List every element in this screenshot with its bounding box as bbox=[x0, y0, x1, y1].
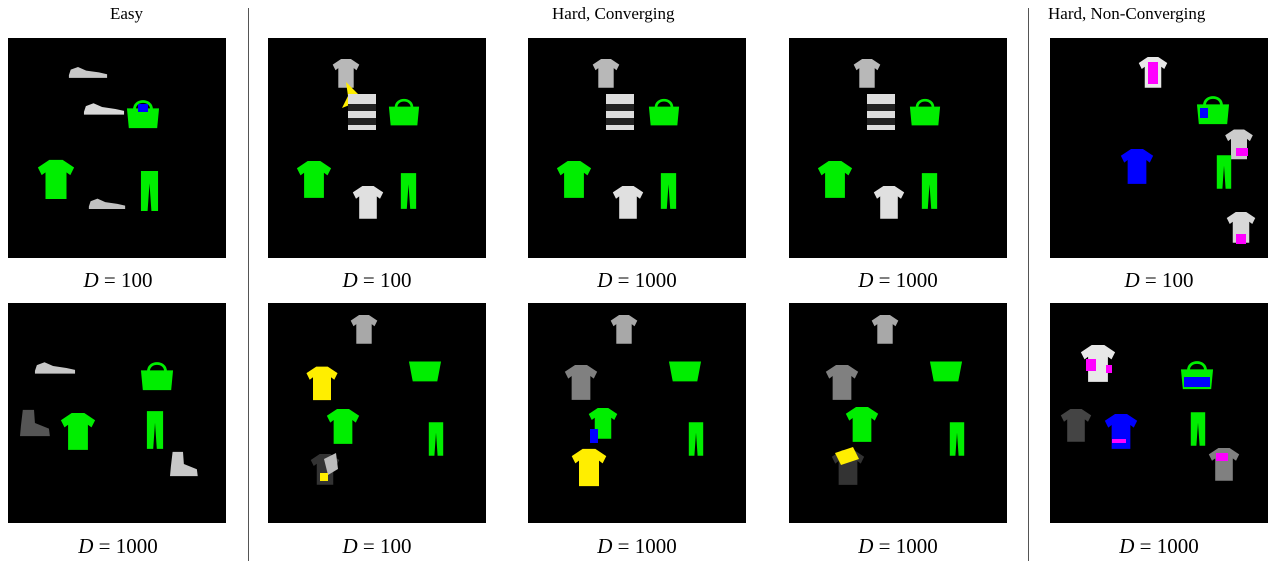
magenta-highlight bbox=[1148, 62, 1158, 84]
separator-left bbox=[248, 8, 249, 561]
caption: D = 1000 bbox=[858, 534, 938, 558]
panel-hard-non-converging-d100 bbox=[1050, 38, 1268, 258]
shirt-icon bbox=[571, 448, 607, 487]
shirt-icon bbox=[306, 366, 338, 401]
caption: D = 100 bbox=[342, 534, 412, 558]
header-hard-non-converging: Hard, Non-Converging bbox=[1048, 4, 1206, 23]
boot-icon bbox=[20, 409, 50, 437]
caption: D = 1000 bbox=[597, 534, 677, 558]
boot-icon bbox=[170, 451, 198, 477]
panel-hard-converging-c-d1000 bbox=[789, 38, 1007, 258]
caption: D = 100 bbox=[83, 268, 153, 292]
pants-icon bbox=[428, 422, 444, 456]
shirt-icon bbox=[1104, 414, 1138, 449]
shirt-icon bbox=[326, 409, 360, 444]
shoe-icon bbox=[83, 103, 125, 115]
panel-hard-converging-a-d100-row2 bbox=[268, 303, 486, 523]
shoe-icon bbox=[68, 66, 108, 78]
caption: D = 1000 bbox=[858, 268, 938, 292]
caption: D = 100 bbox=[342, 268, 412, 292]
shirt-icon bbox=[1120, 149, 1154, 184]
shirt-icon bbox=[1060, 409, 1092, 442]
caption: D = 1000 bbox=[1119, 534, 1199, 558]
pants-icon bbox=[1190, 412, 1206, 446]
pants-icon bbox=[660, 173, 677, 209]
shirt-icon bbox=[352, 186, 384, 219]
tray-icon bbox=[929, 361, 963, 382]
shirt-icon bbox=[845, 407, 879, 442]
pants-icon bbox=[140, 171, 159, 211]
shirt-icon bbox=[332, 59, 360, 88]
caption: D = 1000 bbox=[78, 534, 158, 558]
shirt-icon bbox=[556, 161, 592, 198]
shirt-icon bbox=[37, 159, 75, 200]
pants-icon bbox=[1216, 155, 1232, 189]
shirt-icon bbox=[60, 413, 96, 450]
panel-hard-converging-c-d1000-row2 bbox=[789, 303, 1007, 523]
panel-hard-converging-b-d1000 bbox=[528, 38, 746, 258]
shirt-icon bbox=[825, 365, 859, 400]
shirt-icon bbox=[817, 161, 853, 198]
bag-icon bbox=[648, 98, 680, 127]
header-hard-converging: Hard, Converging bbox=[552, 4, 675, 23]
panel-hard-non-converging-d1000 bbox=[1050, 303, 1268, 523]
bag-icon bbox=[388, 98, 420, 127]
shoe-icon bbox=[34, 362, 76, 374]
shirt-icon bbox=[350, 315, 378, 344]
shirt-icon bbox=[612, 186, 644, 219]
pants-icon bbox=[688, 422, 704, 456]
shirt-icon bbox=[1208, 448, 1240, 481]
panel-easy-d1000 bbox=[8, 303, 226, 523]
shirt-icon bbox=[564, 365, 598, 400]
pants-icon bbox=[400, 173, 417, 209]
pants-icon bbox=[921, 173, 938, 209]
panel-hard-converging-a-d100 bbox=[268, 38, 486, 258]
blue-highlight bbox=[138, 104, 148, 112]
panel-easy-d100 bbox=[8, 38, 226, 258]
pants-icon bbox=[949, 422, 965, 456]
shirt-icon bbox=[873, 186, 905, 219]
tray-icon bbox=[668, 361, 702, 382]
bag-icon bbox=[909, 98, 941, 127]
separator-right bbox=[1028, 8, 1029, 561]
bag-icon bbox=[140, 361, 174, 392]
header-easy: Easy bbox=[110, 4, 144, 23]
caption: D = 1000 bbox=[597, 268, 677, 292]
shirt-icon bbox=[871, 315, 899, 344]
shirt-icon bbox=[592, 59, 620, 88]
shoe-icon bbox=[88, 198, 126, 210]
shirt-icon bbox=[853, 59, 881, 88]
shirt-icon bbox=[610, 315, 638, 344]
tray-icon bbox=[408, 361, 442, 382]
shirt-icon bbox=[296, 161, 332, 198]
pants-icon bbox=[146, 411, 164, 449]
panel-hard-converging-b-d1000-row2 bbox=[528, 303, 746, 523]
caption: D = 100 bbox=[1124, 268, 1194, 292]
